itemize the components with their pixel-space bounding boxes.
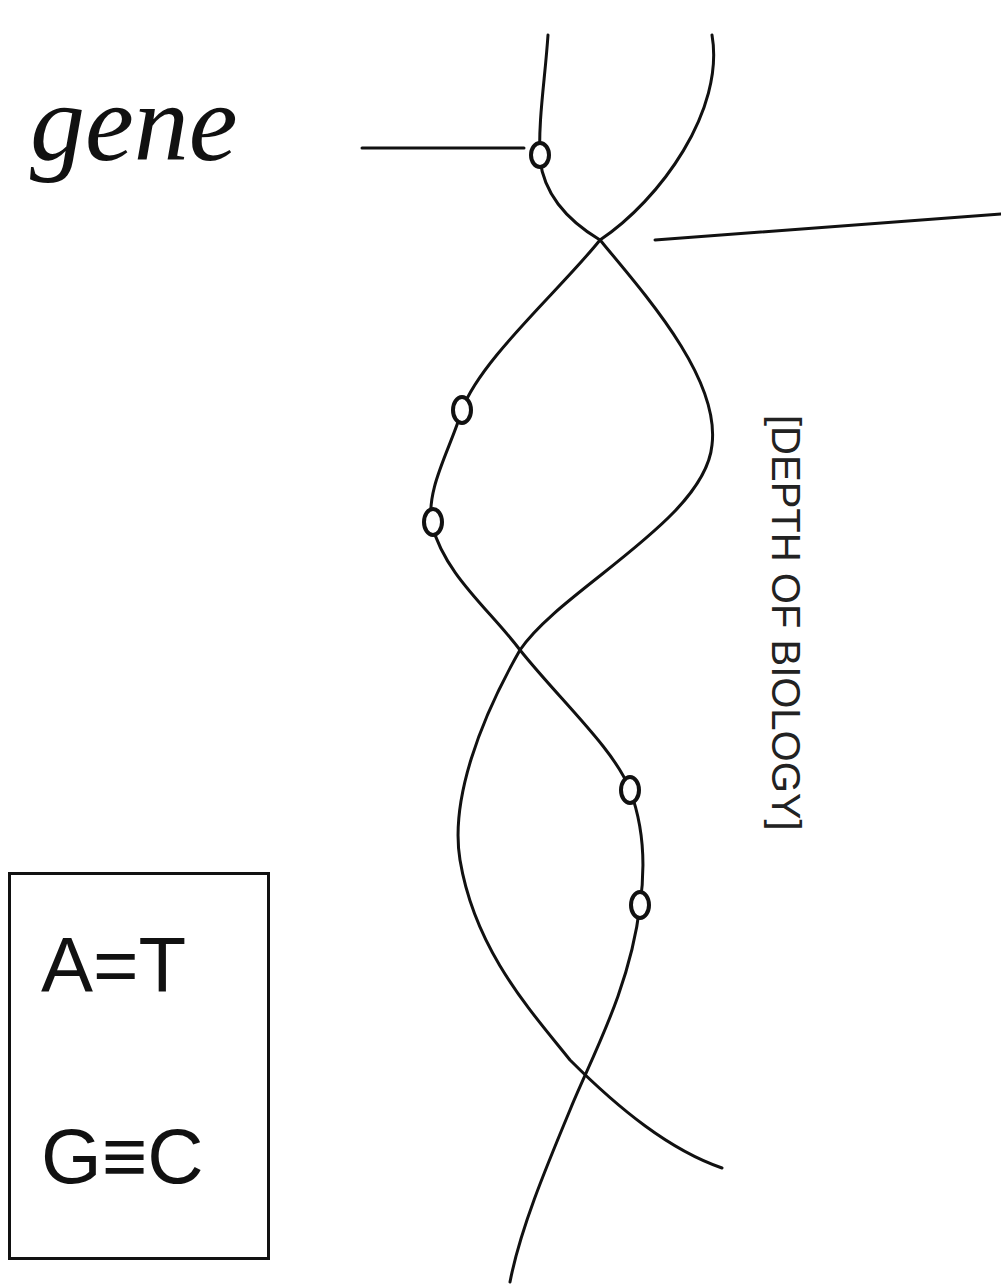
pairing-box: A=T G≡C [8,872,270,1260]
gene-dot [531,143,549,167]
base-pair-rule: A=T [41,915,237,1016]
gene-dot [631,892,649,918]
part-label: gene [30,60,238,187]
gene-dot [621,777,639,803]
dna-strand [458,35,722,1168]
gene-dot [424,509,442,535]
base-pair-rule: G≡C [41,1106,237,1207]
dna-strand [431,35,643,1282]
leader-line [362,147,524,150]
gene-dot [453,397,471,423]
watermark: [DEPTH OF BIOLOGY] [763,415,808,831]
leader-line [655,214,1001,240]
